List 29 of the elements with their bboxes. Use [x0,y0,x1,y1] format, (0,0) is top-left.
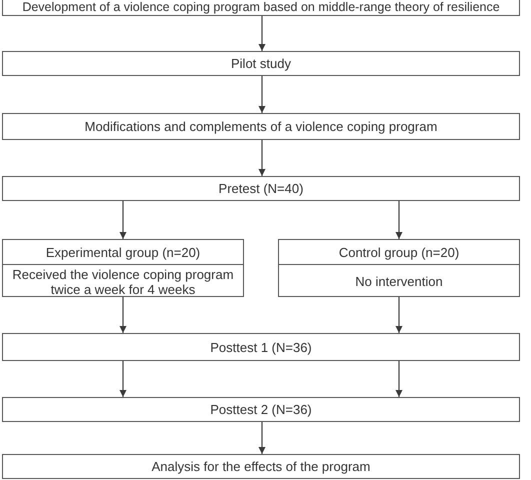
group-heading: Control group (n=20) [338,244,460,260]
arrow [258,16,266,51]
arrow [396,297,402,333]
step-label: Pretest (N=40) [218,181,304,196]
arrow [120,297,126,333]
step-label: Posttest 1 (N=36) [210,340,312,354]
arrow [120,201,126,239]
step-label: Development of a violence coping program based on middle-range theory of resilience [22,0,500,15]
arrow [396,201,402,239]
arrow [258,140,266,176]
step-label: Analysis for the effects of the program [152,459,370,474]
process-box [2,239,244,297]
process-box [2,113,520,140]
group-heading: Experimental group (n=20) [46,244,200,260]
arrow [258,76,266,113]
process-box [2,397,520,422]
step-label: Modifications and complements of a violence coping program [84,119,438,134]
arrow [120,361,126,397]
group-description: Received the violence coping program twice a week for 4 weeks [11,266,235,296]
process-box [2,333,520,361]
group-description: No intervention [355,274,443,289]
arrow [258,422,266,454]
process-box [2,176,520,201]
arrow [396,361,402,397]
process-box [2,51,520,76]
process-box [278,239,520,297]
process-box [2,454,520,479]
step-label: Posttest 2 (N=36) [210,402,312,417]
step-label: Pilot study [231,56,291,71]
